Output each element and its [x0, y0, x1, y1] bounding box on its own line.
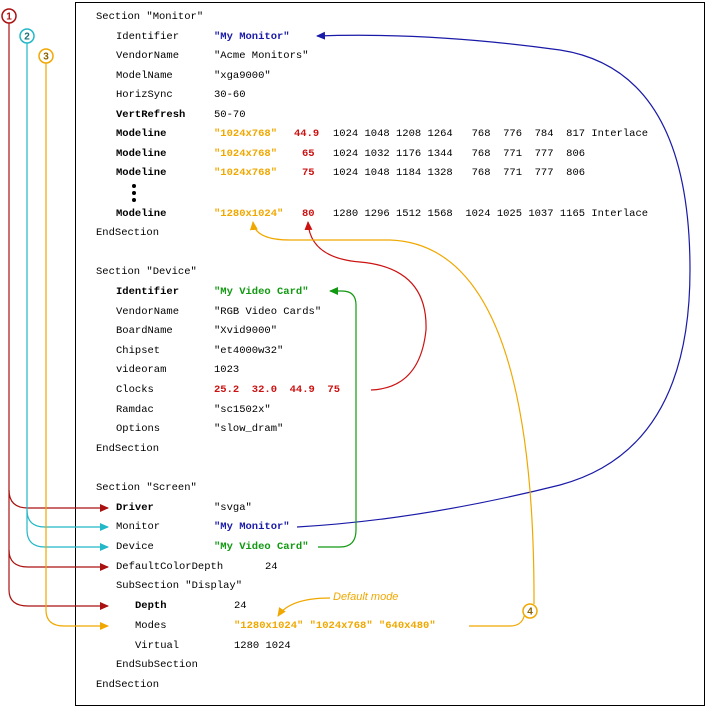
modeline-timings: 1280 1296 1512 1568 1024 1025 1037 1165 …: [333, 208, 649, 220]
monitor-hsync-key: HorizSync: [116, 89, 173, 101]
screen-driver-key: Driver: [116, 502, 154, 514]
screen-monitor-value: "My Monitor": [214, 521, 290, 533]
default-mode-note: Default mode: [333, 591, 399, 603]
display-modes-key: Modes: [135, 620, 167, 632]
modeline-clock: 75: [302, 167, 315, 179]
screen-monitor-key: Monitor: [116, 521, 161, 533]
display-modes-value: "1280x1024" "1024x768" "640x480": [234, 620, 436, 632]
device-videoram-key: videoram: [116, 364, 167, 376]
modes-link-arrow: [249, 221, 535, 605]
callout-1-lines: [8, 23, 109, 610]
monitor-vrefresh-value: 50-70: [214, 109, 246, 121]
device-ramdac-key: Ramdac: [116, 404, 154, 416]
callout-badge-4: 4: [522, 603, 538, 619]
modeline-name: "1024x768": [214, 148, 278, 160]
clocks-link-arrow: [304, 221, 427, 391]
callout-badge-1: 1: [1, 8, 17, 24]
modeline-name: "1024x768": [214, 128, 278, 140]
device-vendor-key: VendorName: [116, 306, 180, 318]
svg-text:4: 4: [527, 607, 533, 618]
monitor-section-header: Section "Monitor": [96, 11, 204, 23]
default-mode-arrow: [277, 597, 331, 617]
device-options-key: Options: [116, 423, 161, 435]
device-link-arrow: [318, 287, 357, 548]
monitor-identifier-key: Identifier: [116, 31, 180, 43]
modeline-timings: 1024 1048 1208 1264 768 776 784 817 Inte…: [333, 128, 649, 140]
modeline-clock: 80: [302, 208, 315, 220]
device-section-end: EndSection: [96, 443, 160, 455]
device-board-value: "Xvid9000": [214, 325, 278, 337]
callout-badge-2: 2: [19, 28, 35, 44]
screen-device-key: Device: [116, 541, 154, 553]
modeline-clock: 44.9: [294, 128, 320, 140]
device-vendor-value: "RGB Video Cards": [214, 306, 322, 318]
config-frame: [75, 2, 705, 706]
svg-text:2: 2: [24, 32, 30, 43]
display-subsection-header: SubSection "Display": [116, 580, 243, 592]
ellipsis-dot: [132, 198, 136, 202]
display-depth-key: Depth: [135, 600, 167, 612]
modeline-timings: 1024 1048 1184 1328 768 771 777 806: [333, 167, 586, 179]
device-clocks-value: 25.2 32.0 44.9 75: [214, 384, 341, 396]
screen-device-value: "My Video Card": [214, 541, 309, 553]
modeline-key: Modeline: [116, 128, 167, 140]
monitor-link-arrow: [296, 31, 691, 528]
ellipsis-dot: [132, 184, 136, 188]
display-depth-value: 24: [234, 600, 247, 612]
modeline-key: Modeline: [116, 208, 167, 220]
screen-section-end: EndSection: [96, 679, 160, 691]
modeline-timings: 1024 1032 1176 1344 768 771 777 806: [333, 148, 586, 160]
device-identifier-key: Identifier: [116, 286, 180, 298]
display-virtual-value: 1280 1024: [234, 640, 291, 652]
device-chipset-value: "et4000w32": [214, 345, 284, 357]
monitor-model-value: "xga9000": [214, 70, 271, 82]
monitor-vrefresh-key: VertRefresh: [116, 109, 186, 121]
svg-text:1: 1: [6, 12, 12, 23]
callout-2-lines: [26, 43, 109, 551]
monitor-identifier-value: "My Monitor": [214, 31, 290, 43]
monitor-vendor-key: VendorName: [116, 50, 180, 62]
screen-driver-value: "svga": [214, 502, 252, 514]
modeline-key: Modeline: [116, 167, 167, 179]
callout-badge-3: 3: [38, 48, 54, 64]
display-subsection-end: EndSubSection: [116, 659, 198, 671]
monitor-hsync-value: 30-60: [214, 89, 246, 101]
callout-3-line: [45, 63, 109, 630]
device-board-key: BoardName: [116, 325, 173, 337]
modeline-name: "1280x1024": [214, 208, 284, 220]
modes-link-line: [469, 610, 526, 627]
screen-depth-key: DefaultColorDepth: [116, 561, 224, 573]
monitor-vendor-value: "Acme Monitors": [214, 50, 309, 62]
modeline-clock: 65: [302, 148, 315, 160]
device-section-header: Section "Device": [96, 266, 197, 278]
display-virtual-key: Virtual: [135, 640, 180, 652]
modeline-name: "1024x768": [214, 167, 278, 179]
modeline-key: Modeline: [116, 148, 167, 160]
device-options-value: "slow_dram": [214, 423, 284, 435]
device-ramdac-value: "sc1502x": [214, 404, 271, 416]
screen-section-header: Section "Screen": [96, 482, 197, 494]
screen-depth-value: 24: [265, 561, 278, 573]
device-chipset-key: Chipset: [116, 345, 161, 357]
device-videoram-value: 1023: [214, 364, 240, 376]
svg-text:3: 3: [43, 52, 49, 63]
monitor-model-key: ModelName: [116, 70, 173, 82]
ellipsis-dot: [132, 191, 136, 195]
device-identifier-value: "My Video Card": [214, 286, 309, 298]
monitor-section-end: EndSection: [96, 227, 160, 239]
device-clocks-key: Clocks: [116, 384, 154, 396]
